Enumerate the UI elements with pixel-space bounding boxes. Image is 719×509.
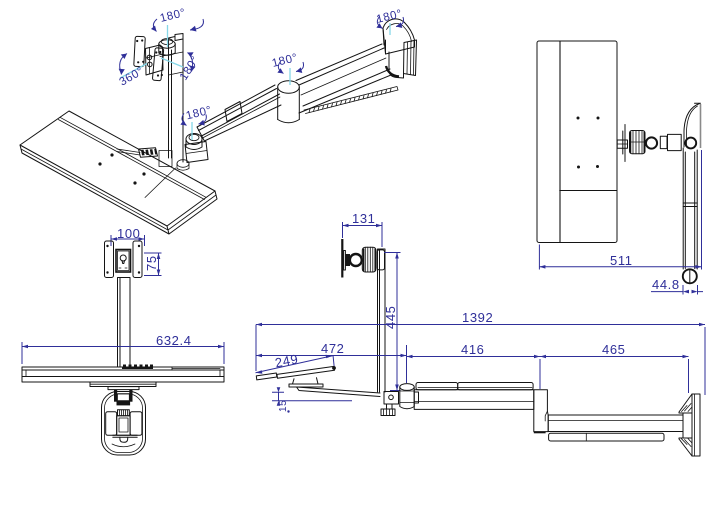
svg-text:445: 445 xyxy=(383,306,398,330)
svg-text:249: 249 xyxy=(274,351,300,370)
svg-text:180°: 180° xyxy=(185,104,213,122)
svg-text:15: 15 xyxy=(278,400,289,412)
svg-text:131: 131 xyxy=(352,211,376,226)
svg-text:416: 416 xyxy=(461,342,485,357)
svg-text:632.4: 632.4 xyxy=(156,333,192,348)
svg-text:100: 100 xyxy=(117,226,141,241)
svg-text:180°: 180° xyxy=(271,52,299,70)
svg-text:472: 472 xyxy=(321,341,345,356)
svg-text:1392: 1392 xyxy=(462,310,493,325)
svg-text:465: 465 xyxy=(602,342,626,357)
svg-text:75: 75 xyxy=(144,255,159,271)
svg-text:44.8: 44.8 xyxy=(652,277,680,292)
svg-text:180°: 180° xyxy=(159,7,187,25)
svg-text:180°: 180° xyxy=(178,54,202,83)
svg-text:511: 511 xyxy=(610,253,633,268)
svg-text:360°: 360° xyxy=(118,65,147,88)
